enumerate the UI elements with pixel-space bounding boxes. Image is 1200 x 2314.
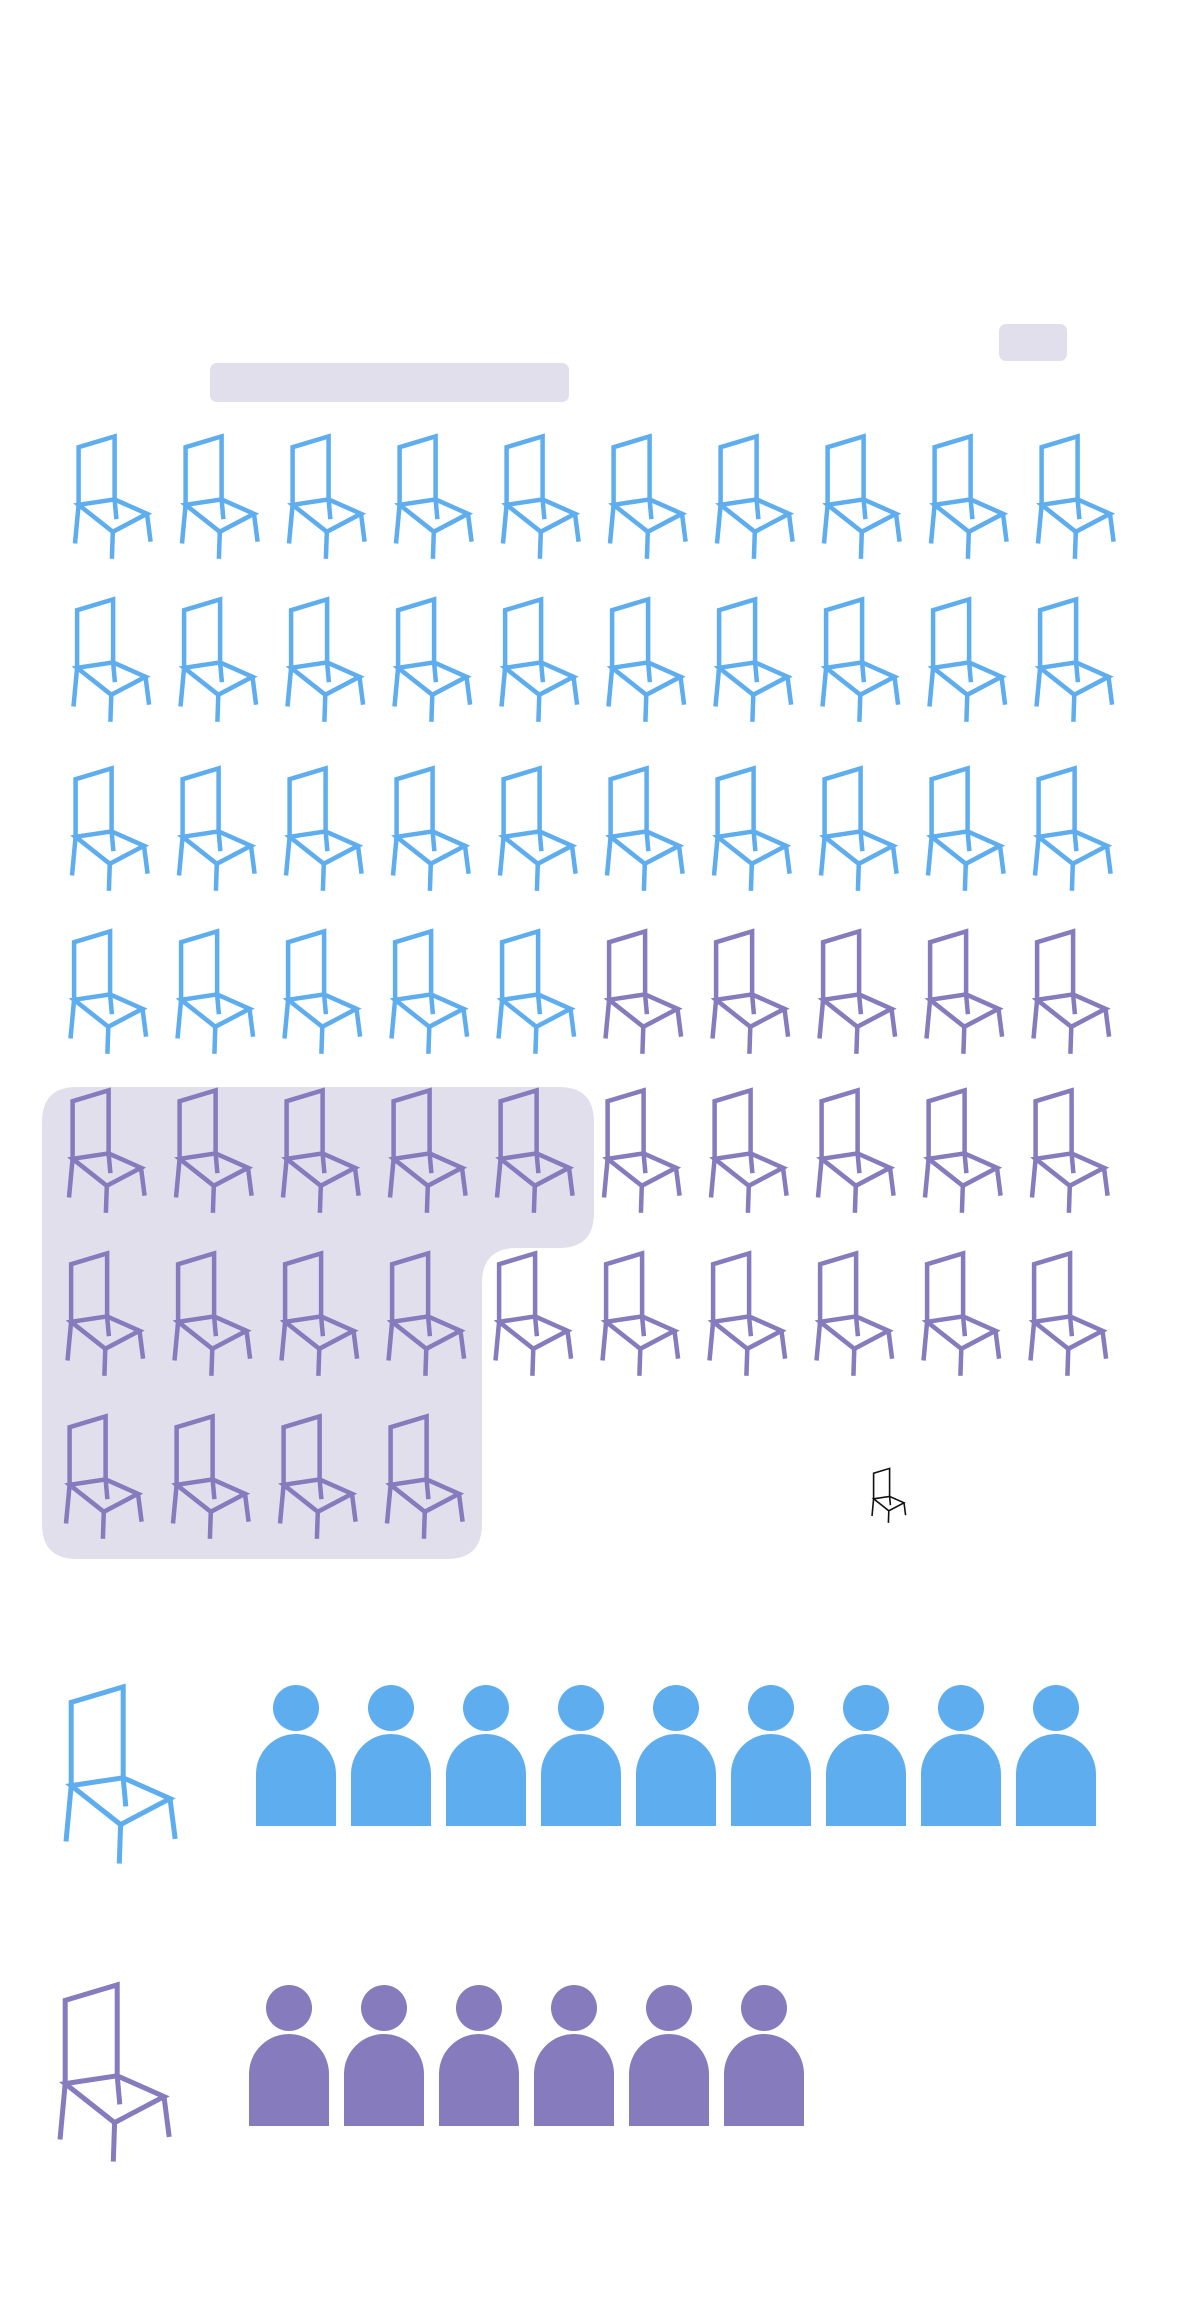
- person-icon: [351, 1685, 431, 1826]
- chair-icon: [1034, 596, 1115, 722]
- chair-icon: [707, 1250, 788, 1376]
- chair-icon: [170, 1413, 251, 1539]
- chair-icon: [386, 1250, 467, 1376]
- person-icon: [249, 1985, 329, 2126]
- chair-icon: [925, 765, 1006, 891]
- person-icon: [731, 1685, 811, 1826]
- person-icon: [1016, 1685, 1096, 1826]
- chair-icon: [493, 1250, 574, 1376]
- chair-icon: [708, 1087, 789, 1213]
- chair-icon: [1032, 765, 1113, 891]
- chair-icon: [384, 1413, 465, 1539]
- chair-icon: [713, 596, 794, 722]
- chair-icon: [66, 1087, 147, 1213]
- chair-icon: [604, 765, 685, 891]
- chair-icon: [928, 433, 1009, 559]
- chair-icon: [65, 1250, 146, 1376]
- chair-icon: [389, 928, 470, 1054]
- chair-icon: [282, 928, 363, 1054]
- chair-icon: [280, 1087, 361, 1213]
- chair-icon: [497, 765, 578, 891]
- chair-icon: [57, 1981, 172, 2162]
- chair-icon: [277, 1413, 358, 1539]
- person-icon: [344, 1985, 424, 2126]
- chair-icon: [1028, 1250, 1109, 1376]
- chair-icon: [178, 596, 259, 722]
- chair-icon: [820, 596, 901, 722]
- chair-icon: [711, 765, 792, 891]
- chair-icon: [179, 433, 260, 559]
- chair-icon: [173, 1087, 254, 1213]
- person-icon: [636, 1685, 716, 1826]
- chair-icon: [714, 433, 795, 559]
- chair-icon: [921, 1250, 1002, 1376]
- chair-icon: [283, 765, 364, 891]
- chair-icon: [71, 596, 152, 722]
- chair-icon: [176, 765, 257, 891]
- chair-icon: [814, 1250, 895, 1376]
- chair-icon: [172, 1250, 253, 1376]
- chair-icon: [871, 1467, 907, 1523]
- tag-placeholder-bar: [999, 324, 1067, 361]
- chair-icon: [390, 765, 471, 891]
- title-placeholder-bar: [210, 363, 569, 402]
- person-icon: [534, 1985, 614, 2126]
- chair-icon: [500, 433, 581, 559]
- chair-icon: [600, 1250, 681, 1376]
- chair-icon: [175, 928, 256, 1054]
- chair-icon: [72, 433, 153, 559]
- chair-icon: [817, 928, 898, 1054]
- chair-icon: [818, 765, 899, 891]
- chair-icon: [924, 928, 1005, 1054]
- chair-icon: [601, 1087, 682, 1213]
- chair-icon: [63, 1413, 144, 1539]
- chair-icon: [63, 1683, 178, 1864]
- chair-icon: [494, 1087, 575, 1213]
- chair-icon: [387, 1087, 468, 1213]
- chair-icon: [286, 433, 367, 559]
- person-icon: [724, 1985, 804, 2126]
- chair-icon: [285, 596, 366, 722]
- chair-icon: [1029, 1087, 1110, 1213]
- chair-icon: [922, 1087, 1003, 1213]
- chair-icon: [392, 596, 473, 722]
- highlight-shape: [42, 1087, 594, 1559]
- person-icon: [629, 1985, 709, 2126]
- chair-icon: [1035, 433, 1116, 559]
- chair-icon: [710, 928, 791, 1054]
- chair-icon: [68, 928, 149, 1054]
- chair-icon: [815, 1087, 896, 1213]
- person-icon: [256, 1685, 336, 1826]
- chair-icon: [279, 1250, 360, 1376]
- person-icon: [826, 1685, 906, 1826]
- person-icon: [541, 1685, 621, 1826]
- chair-icon: [603, 928, 684, 1054]
- person-icon: [446, 1685, 526, 1826]
- chair-icon: [499, 596, 580, 722]
- chair-icon: [496, 928, 577, 1054]
- person-icon: [439, 1985, 519, 2126]
- chair-icon: [927, 596, 1008, 722]
- chair-icon: [606, 596, 687, 722]
- chair-icon: [1031, 928, 1112, 1054]
- person-icon: [921, 1685, 1001, 1826]
- chair-icon: [821, 433, 902, 559]
- chair-icon: [69, 765, 150, 891]
- chair-icon: [393, 433, 474, 559]
- chair-icon: [607, 433, 688, 559]
